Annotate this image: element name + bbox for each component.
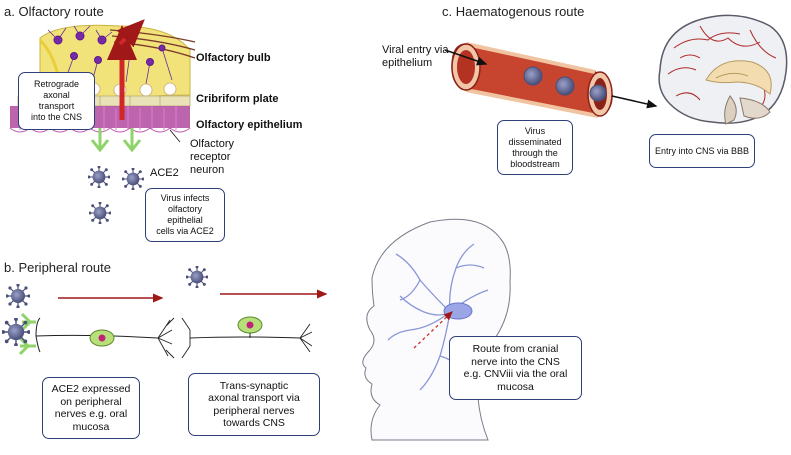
virus-disseminated-box: Virus disseminated through the bloodstre…	[497, 120, 573, 175]
panel-b-title: b. Peripheral route	[4, 260, 111, 275]
virus-icon	[6, 284, 30, 308]
brain-illustration	[658, 14, 788, 125]
virus-icon	[122, 168, 144, 190]
virus-icon	[2, 318, 30, 346]
virus-infects-box: Virus infects olfactory epithelial cells…	[145, 188, 225, 242]
virus-in-vessel-icon	[523, 66, 607, 102]
peripheral-route-illustration	[18, 289, 328, 359]
trans-synaptic-box: Trans-synaptic axonal transport via peri…	[188, 373, 320, 436]
retrograde-transport-box: Retrograde axonal transport into the CNS	[18, 72, 95, 130]
ace2-label: ACE2	[150, 167, 179, 179]
head-profile-illustration	[362, 218, 511, 441]
olfactory-epithelium-label: Olfactory epithelium	[196, 119, 303, 131]
panel-c-title: c. Haematogenous route	[442, 4, 585, 19]
panel-a-title: a. Olfactory route	[4, 4, 104, 19]
virus-icon	[88, 166, 110, 188]
entry-bbb-box: Entry into CNS via BBB	[649, 134, 755, 168]
cranial-nerve-route-box: Route from cranial nerve into the CNS e.…	[449, 336, 582, 400]
ace2-expressed-box: ACE2 expressed on peripheral nerves e.g.…	[42, 377, 140, 439]
virus-icon	[89, 202, 111, 224]
virus-icon	[186, 266, 208, 288]
cribriform-plate-label: Cribriform plate	[196, 93, 279, 105]
olfactory-bulb-label: Olfactory bulb	[196, 52, 271, 64]
olfactory-receptor-neuron-label: Olfactory receptor neuron	[190, 138, 235, 176]
viral-entry-label: Viral entry via epithelium	[382, 44, 449, 69]
ace2-receptor-icon	[90, 128, 142, 153]
